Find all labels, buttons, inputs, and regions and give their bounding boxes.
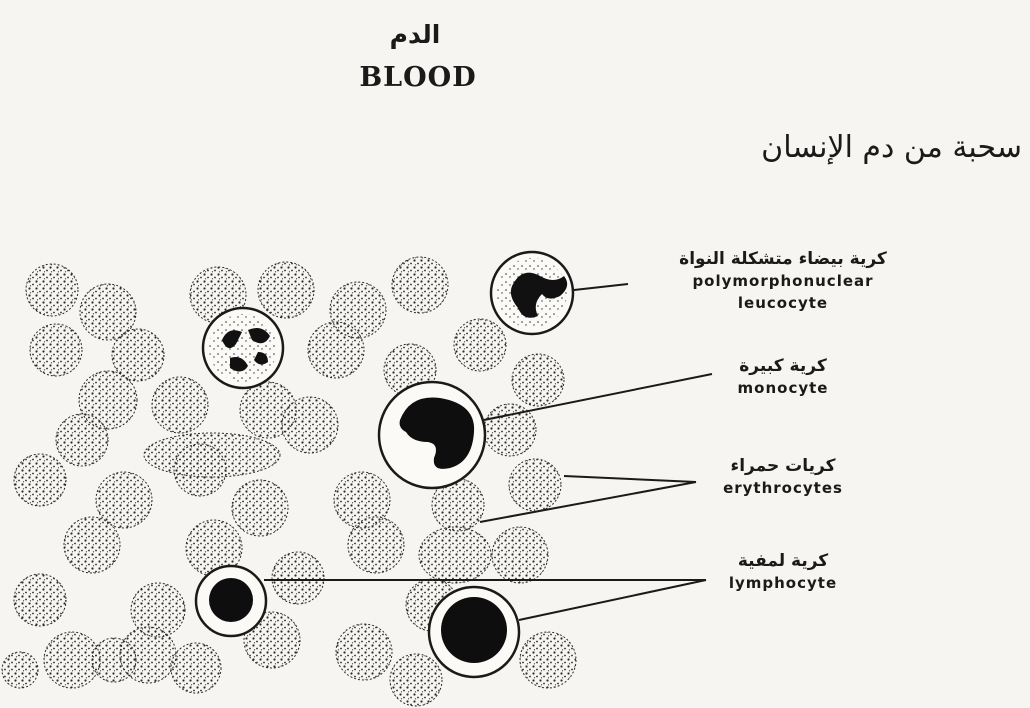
label-polymorph-en-1: polymorphonuclear <box>678 270 888 292</box>
polymorph-cytoplasm <box>209 314 277 382</box>
erythrocyte-cell <box>232 480 288 536</box>
lymphocyte-nucleus <box>441 597 507 663</box>
erythrocyte-cell <box>64 517 120 573</box>
erythrocyte-cell <box>336 624 392 680</box>
label-monocyte-ar: كرية كبيرة <box>678 355 888 377</box>
label-monocyte-en: monocyte <box>678 377 888 399</box>
erythrocyte-cell <box>272 552 324 604</box>
erythrocyte-cell <box>282 397 338 453</box>
erythrocyte-cell <box>390 654 442 706</box>
erythrocyte-cell <box>348 517 404 573</box>
erythrocyte-cell <box>454 319 506 371</box>
erythrocyte-cell <box>512 354 564 406</box>
label-polymorph-ar: كرية بيضاء متشكلة النواة <box>678 248 888 270</box>
label-erythrocytes-en: erythrocytes <box>678 477 888 499</box>
lymphocyte-nucleus <box>209 578 253 622</box>
erythrocyte-clump <box>419 527 491 583</box>
pointer-polymorph <box>574 284 628 290</box>
label-erythrocytes: كريات حمراء erythrocytes <box>678 455 888 499</box>
label-polymorph-en-2: leucocyte <box>678 292 888 314</box>
erythrocyte-cell <box>2 652 38 688</box>
erythrocyte-cell <box>392 257 448 313</box>
erythrocyte-cell <box>26 264 78 316</box>
erythrocyte-clump <box>144 433 280 477</box>
label-polymorphonuclear-leucocyte: كرية بيضاء متشكلة النواة polymorphonucle… <box>678 248 888 314</box>
label-monocyte: كرية كبيرة monocyte <box>678 355 888 399</box>
label-lymphocyte-en: lymphocyte <box>678 572 888 594</box>
erythrocyte-cell <box>56 414 108 466</box>
label-lymphocyte: كرية لمفية lymphocyte <box>678 550 888 594</box>
erythrocyte-cell <box>14 454 66 506</box>
erythrocyte-cell <box>492 527 548 583</box>
erythrocyte-cell <box>308 322 364 378</box>
erythrocyte-cell <box>14 574 66 626</box>
erythrocyte-cell <box>152 377 208 433</box>
pointer-erythrocytes <box>564 476 696 482</box>
label-erythrocytes-ar: كريات حمراء <box>678 455 888 477</box>
erythrocyte-cell <box>171 643 221 693</box>
erythrocyte-cell <box>520 632 576 688</box>
erythrocyte-cell <box>92 638 136 682</box>
label-lymphocyte-ar: كرية لمفية <box>678 550 888 572</box>
erythrocyte-cell <box>509 459 561 511</box>
erythrocyte-cell <box>30 324 82 376</box>
erythrocyte-cell <box>258 262 314 318</box>
